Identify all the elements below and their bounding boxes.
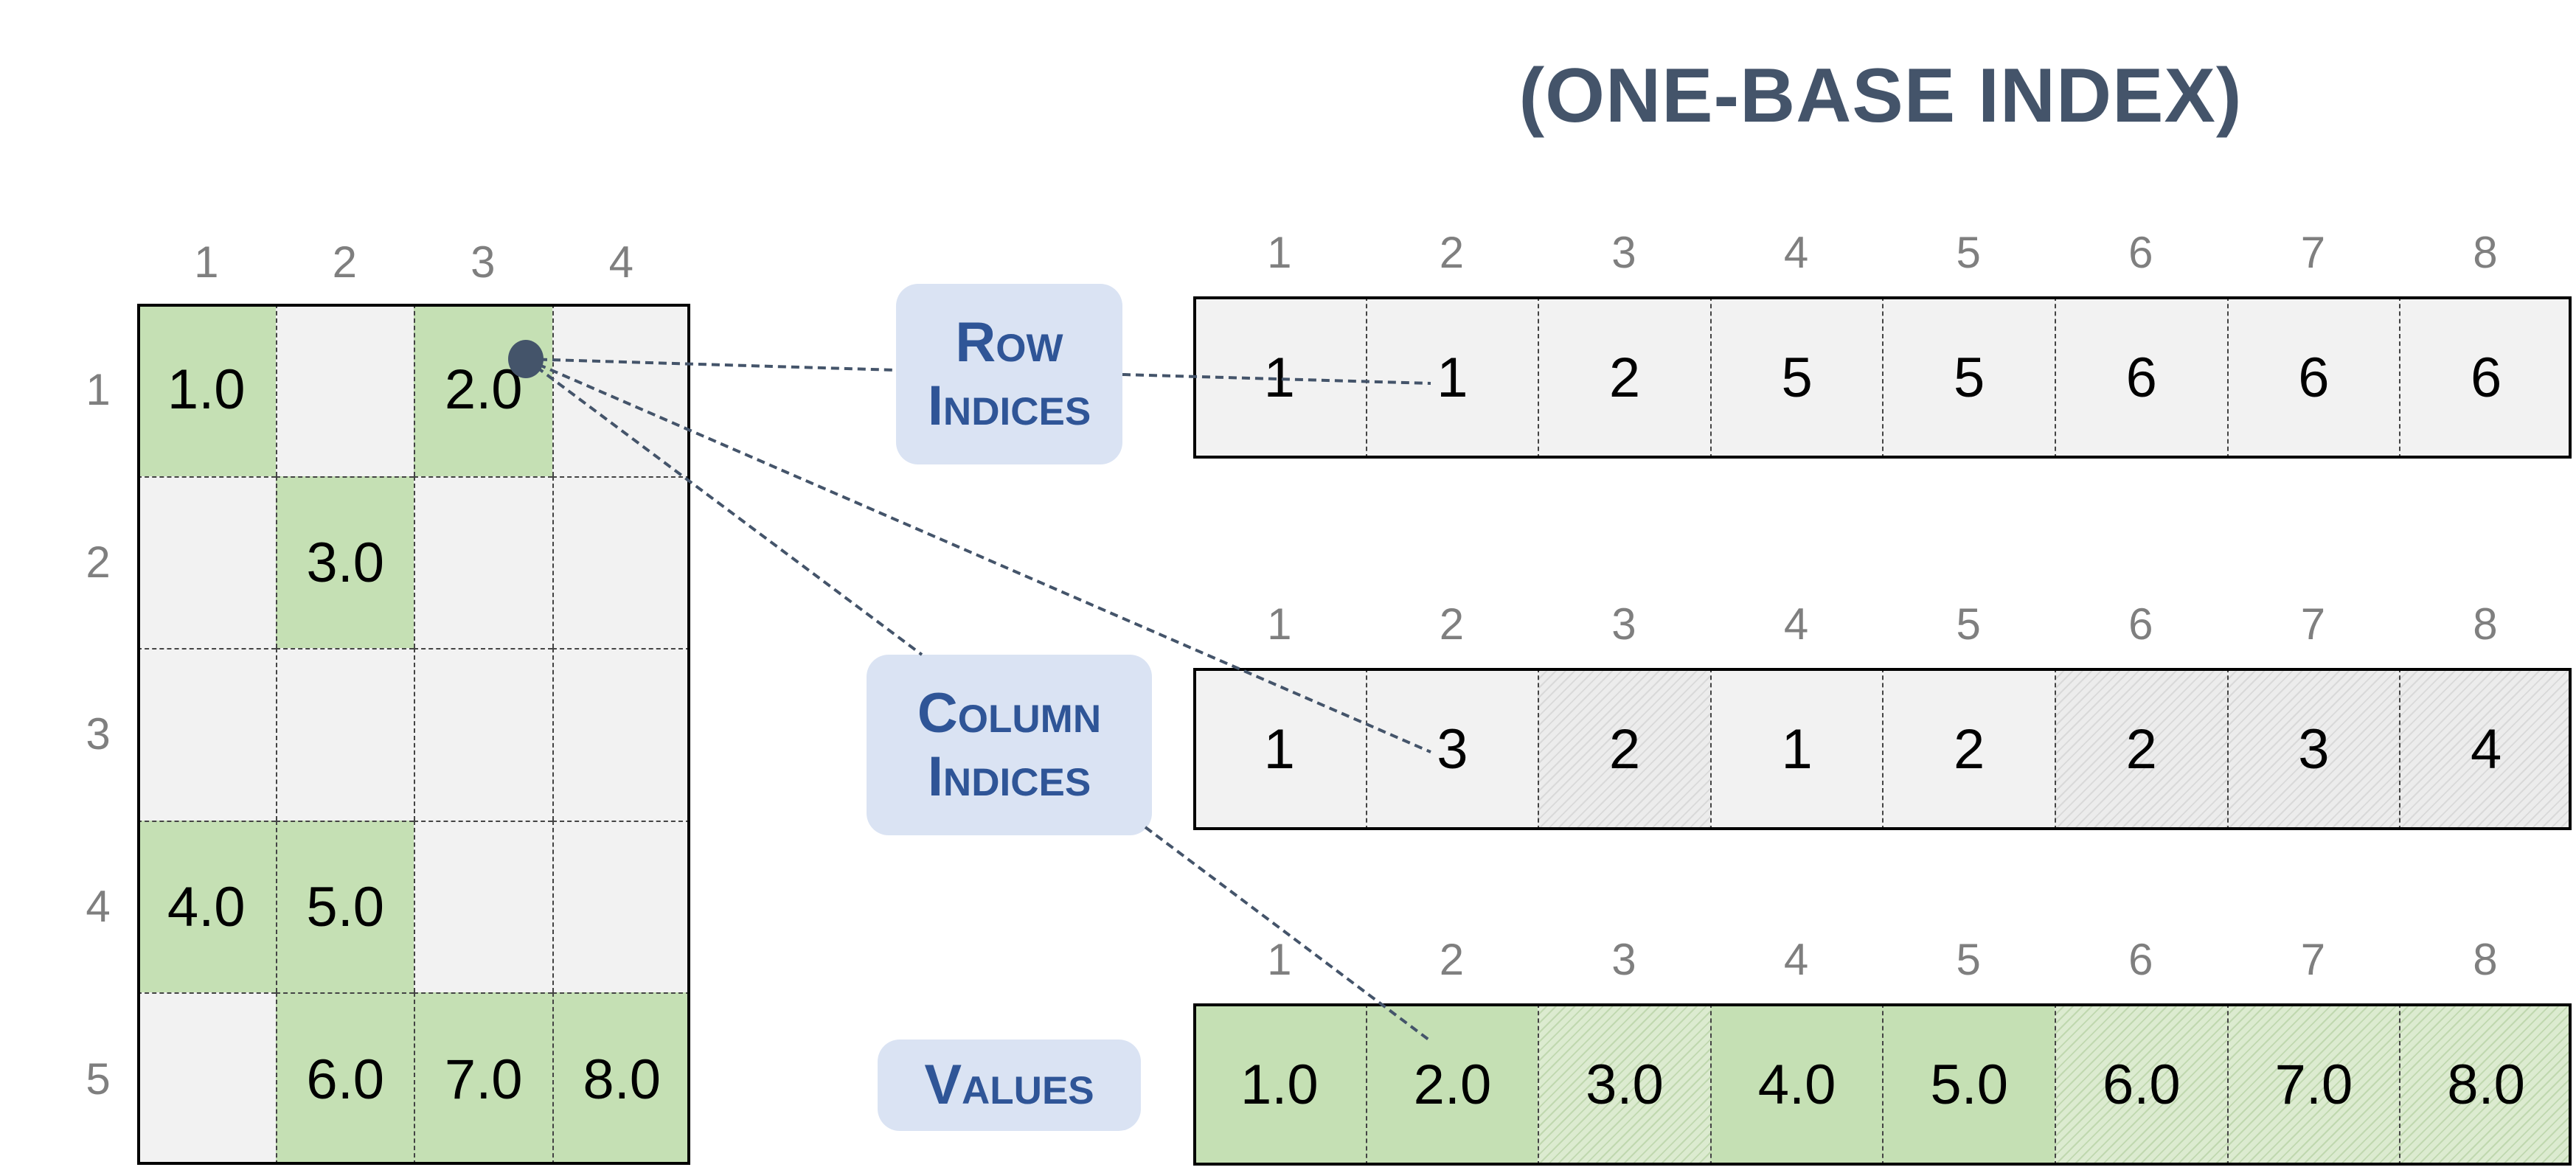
values-position-label: 7 — [2300, 934, 2326, 984]
matrix-column-label: 1 — [194, 237, 219, 287]
column-array-cell: 3 — [1365, 668, 1538, 830]
column-array-cell: 2 — [1882, 668, 2055, 830]
row-label-text: Row — [955, 311, 1063, 375]
matrix-row-label: 2 — [86, 537, 111, 587]
values-label-text: Values — [924, 1054, 1094, 1117]
column-position-label: 3 — [1611, 599, 1636, 649]
column-position-label: 2 — [1439, 599, 1465, 649]
matrix-cell-nonzero: 7.0 — [414, 992, 552, 1165]
row-position-label: 7 — [2300, 227, 2326, 277]
matrix-cell-empty — [137, 992, 276, 1165]
column-position-label: 6 — [2128, 599, 2153, 649]
matrix-cell-empty — [414, 820, 552, 993]
column-array-cell: 4 — [2399, 668, 2572, 830]
matrix-row-label: 3 — [86, 709, 111, 759]
row-position-label: 4 — [1783, 227, 1809, 277]
matrix-column-label: 3 — [471, 237, 496, 287]
matrix-cell-empty — [137, 648, 276, 821]
row-label-text: Indices — [927, 374, 1091, 437]
row-position-label: 5 — [1956, 227, 1981, 277]
matrix-cell-empty — [552, 476, 690, 649]
matrix-cell-nonzero: 1.0 — [137, 304, 276, 476]
values-array-cell: 2.0 — [1365, 1003, 1538, 1166]
row-array-cell: 6 — [2399, 296, 2572, 459]
matrix-row-label: 5 — [86, 1054, 111, 1104]
matrix-cell-nonzero: 3.0 — [275, 476, 414, 649]
values-array-cell: 5.0 — [1882, 1003, 2055, 1166]
matrix-cell-empty — [552, 820, 690, 993]
matrix-cell-empty — [414, 648, 552, 821]
matrix-row-label: 1 — [86, 365, 111, 415]
matrix-cell-empty — [137, 476, 276, 649]
column-array-cell: 3 — [2226, 668, 2400, 830]
matrix-cell-empty — [552, 648, 690, 821]
row-array-cell: 2 — [1538, 296, 1710, 459]
matrix-cell-empty — [275, 304, 414, 476]
matrix-cell-empty — [552, 304, 690, 476]
matrix-cell-nonzero: 8.0 — [552, 992, 690, 1165]
values-position-label: 3 — [1611, 934, 1636, 984]
row-array-cell: 1 — [1193, 296, 1366, 459]
matrix-cell-nonzero: 2.0 — [414, 304, 552, 476]
row-array-cell: 1 — [1365, 296, 1538, 459]
values-position-label: 4 — [1783, 934, 1809, 984]
matrix-row-label: 4 — [86, 882, 111, 932]
column-position-label: 7 — [2300, 599, 2326, 649]
row-array-cell: 6 — [2226, 296, 2400, 459]
values-array-cell: 4.0 — [1709, 1003, 1883, 1166]
values-position-label: 1 — [1267, 934, 1292, 984]
values-position-label: 5 — [1956, 934, 1981, 984]
row-position-label: 1 — [1267, 227, 1292, 277]
column-array-cell: 1 — [1193, 668, 1366, 830]
column-array-cell: 1 — [1709, 668, 1883, 830]
column-position-label: 8 — [2473, 599, 2498, 649]
column-position-label: 5 — [1956, 599, 1981, 649]
matrix-cell-empty — [275, 648, 414, 821]
column-array-cell: 2 — [1538, 668, 1710, 830]
matrix-column-label: 2 — [332, 237, 357, 287]
values-array-cell: 1.0 — [1193, 1003, 1366, 1166]
row-array-cell: 6 — [2055, 296, 2227, 459]
matrix-cell-nonzero: 4.0 — [137, 820, 276, 993]
values-array-cell: 7.0 — [2226, 1003, 2400, 1166]
column-label-text: Indices — [927, 745, 1091, 808]
values-array-cell: 8.0 — [2399, 1003, 2572, 1166]
values-label-box: Values — [878, 1040, 1141, 1131]
matrix-cell-empty — [414, 476, 552, 649]
row-position-label: 8 — [2473, 227, 2498, 277]
values-position-label: 8 — [2473, 934, 2498, 984]
column-array-cell: 2 — [2055, 668, 2227, 830]
values-array-cell: 6.0 — [2055, 1003, 2227, 1166]
matrix-column-label: 4 — [608, 237, 633, 287]
row-array-cell: 5 — [1709, 296, 1883, 459]
values-position-label: 2 — [1439, 934, 1465, 984]
values-position-label: 6 — [2128, 934, 2153, 984]
matrix-cell-nonzero: 6.0 — [275, 992, 414, 1165]
diagram-title: (ONE-BASE INDEX) — [1518, 52, 2243, 139]
matrix-cell-nonzero: 5.0 — [275, 820, 414, 993]
values-array-cell: 3.0 — [1538, 1003, 1710, 1166]
column-position-label: 4 — [1783, 599, 1809, 649]
column-label-text: Column — [917, 682, 1102, 745]
row-position-label: 6 — [2128, 227, 2153, 277]
column-position-label: 1 — [1267, 599, 1292, 649]
row-position-label: 2 — [1439, 227, 1465, 277]
row-array-cell: 5 — [1882, 296, 2055, 459]
row-position-label: 3 — [1611, 227, 1636, 277]
